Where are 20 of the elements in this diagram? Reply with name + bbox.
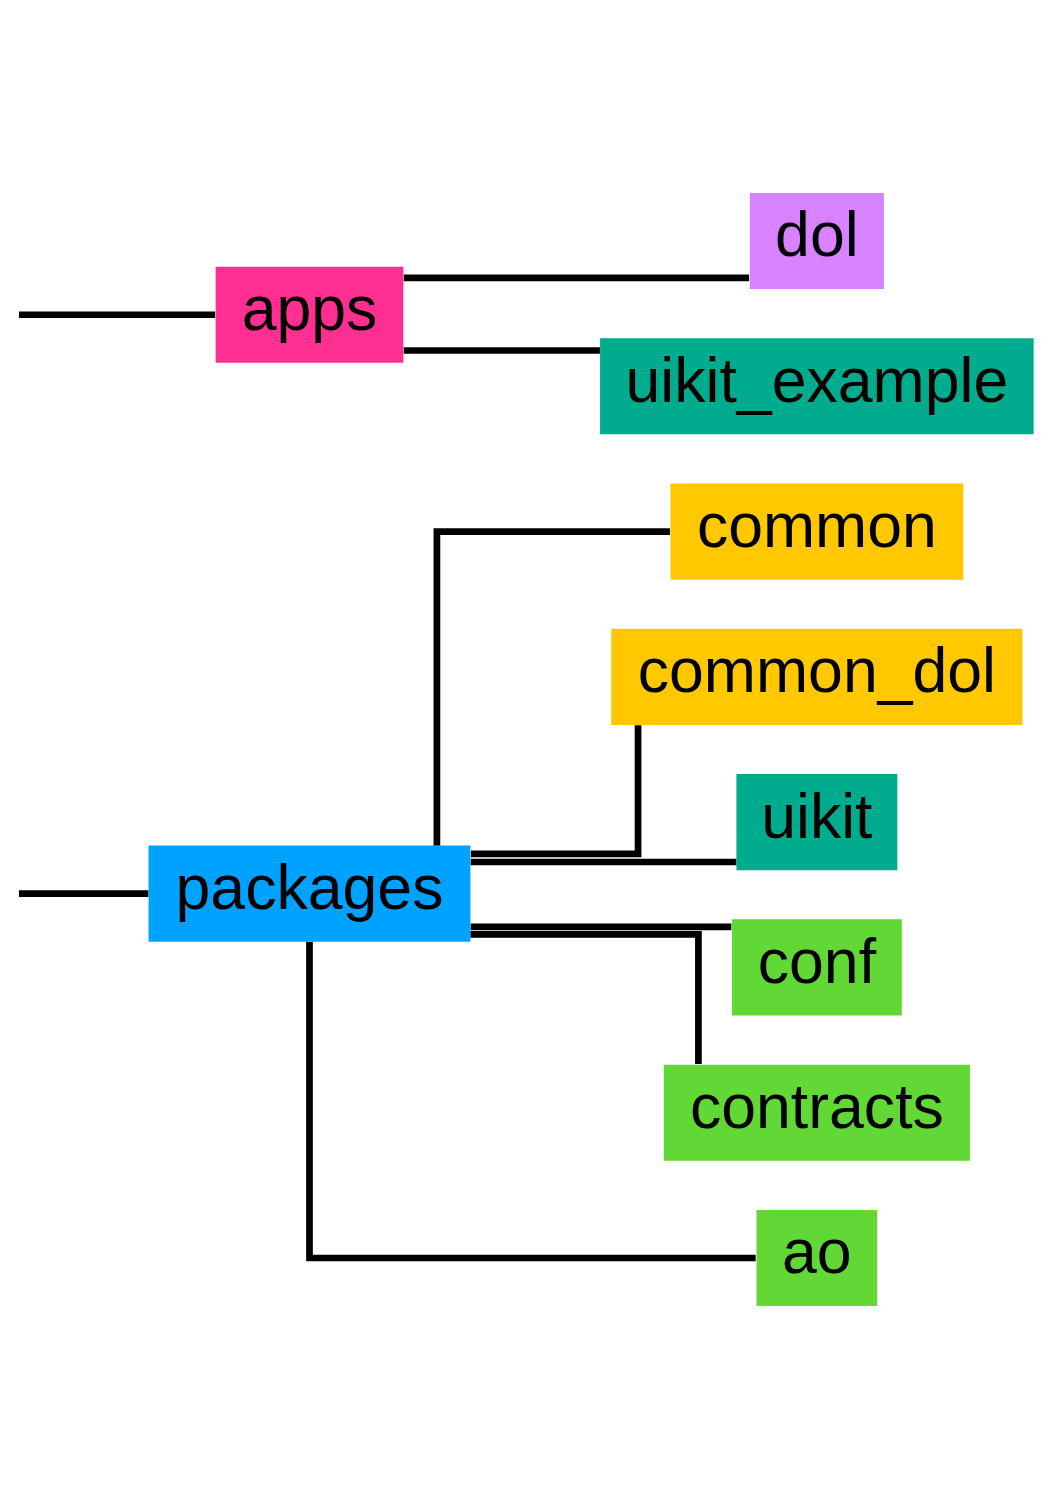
- node-box: contracts: [663, 1064, 970, 1161]
- node-box: uikit_example: [600, 338, 1034, 435]
- node-box: conf: [731, 919, 902, 1016]
- connector: [18, 890, 149, 898]
- connector: [306, 942, 756, 1262]
- connector: [470, 725, 642, 858]
- connector: [433, 528, 670, 846]
- node-box: ao: [756, 1209, 878, 1307]
- node-box: uikit: [736, 774, 898, 871]
- connector: [470, 923, 732, 931]
- connector: [18, 311, 216, 319]
- node-box: common_dol: [611, 628, 1023, 725]
- node-box: packages: [148, 845, 471, 942]
- node-box: apps: [215, 266, 404, 363]
- connector: [403, 274, 750, 282]
- connector: [403, 347, 600, 354]
- node-box: common: [670, 483, 964, 580]
- node-box: dol: [749, 192, 884, 290]
- connector: [470, 930, 702, 1064]
- connector: [470, 858, 737, 866]
